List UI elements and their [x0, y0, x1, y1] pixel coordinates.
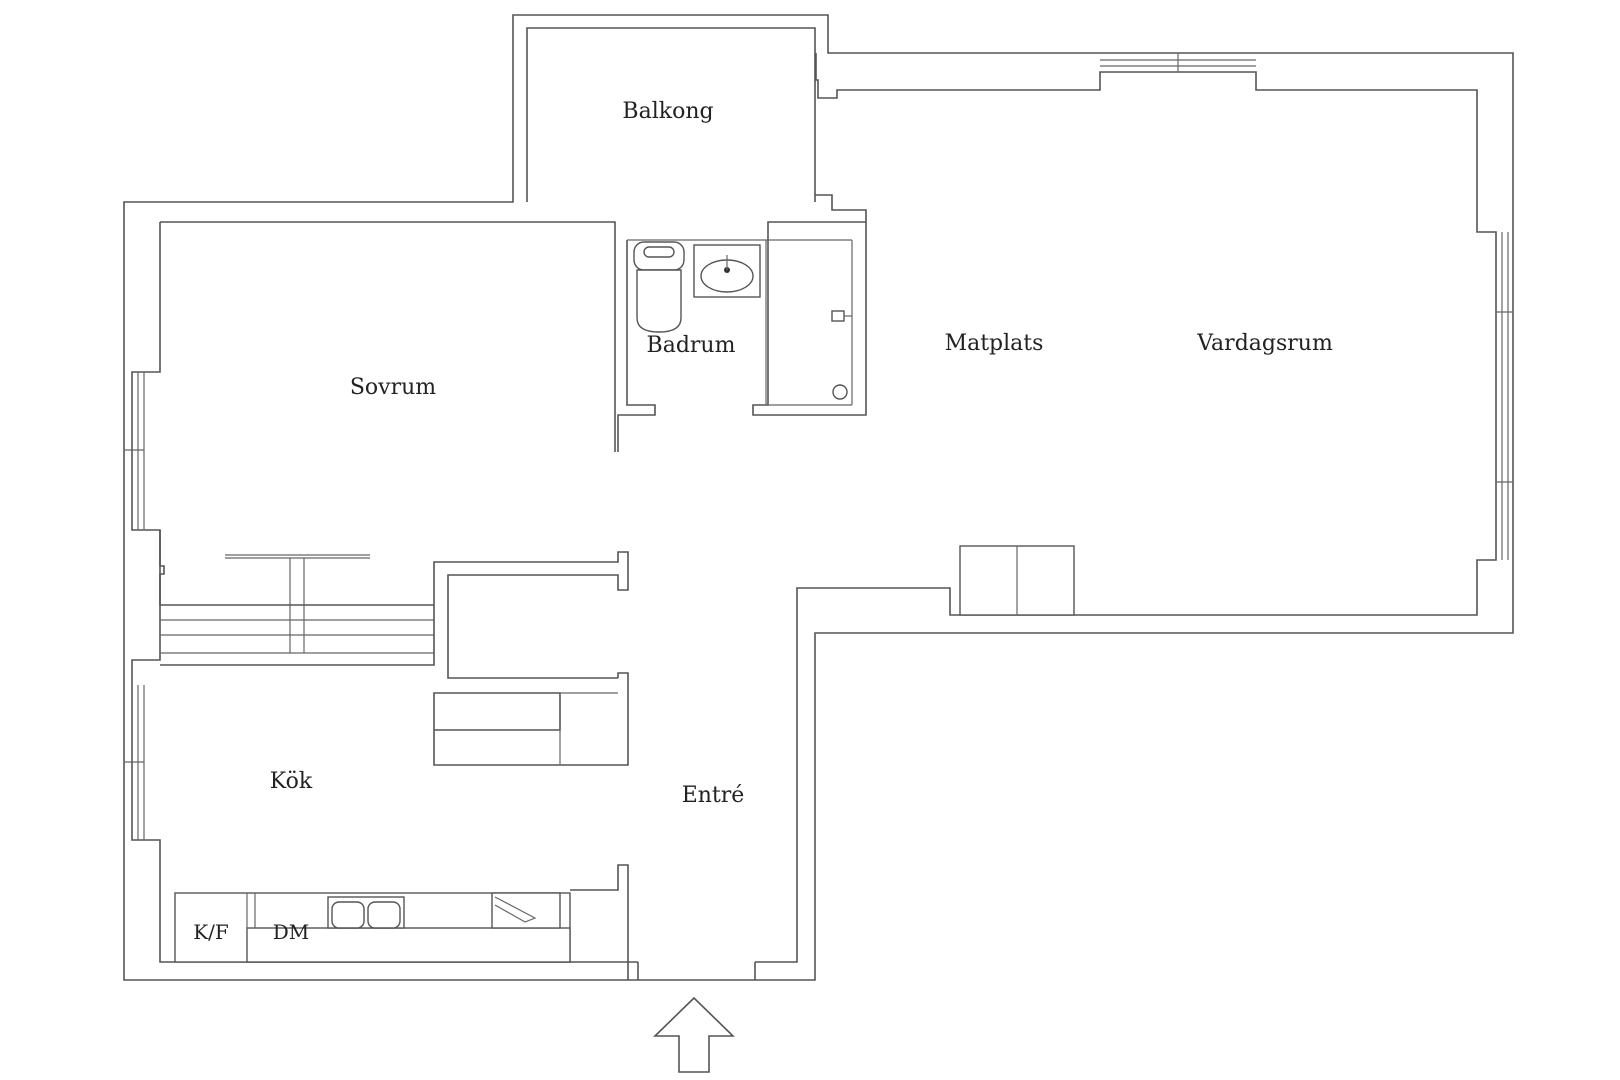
room-label-matplats: Matplats [945, 331, 1044, 356]
fixture-label-kf: K/F [193, 920, 229, 944]
entrance-arrow-icon [653, 996, 735, 1073]
kitchen-entry-wall [570, 864, 756, 980]
living-room-cabinet [959, 545, 1075, 616]
room-label-sovrum: Sovrum [350, 375, 436, 400]
fixture-label-dm: DM [273, 920, 310, 944]
toilet-icon [633, 241, 685, 333]
kitchen-sink-icon [327, 896, 405, 929]
shower-icon [831, 310, 852, 400]
hall-closet [433, 672, 629, 766]
outer-walls [123, 14, 1514, 981]
bathroom-walls [617, 194, 867, 452]
room-label-balkong: Balkong [622, 99, 713, 124]
sink-icon [693, 244, 761, 298]
room-label-entre: Entré [682, 783, 745, 808]
bedroom-wardrobes [159, 530, 629, 679]
room-label-vardagsrum: Vardagsrum [1196, 331, 1333, 356]
room-label-badrum: Badrum [647, 333, 736, 358]
room-label-kok: Kök [270, 769, 313, 794]
kitchen-counter [174, 892, 571, 963]
